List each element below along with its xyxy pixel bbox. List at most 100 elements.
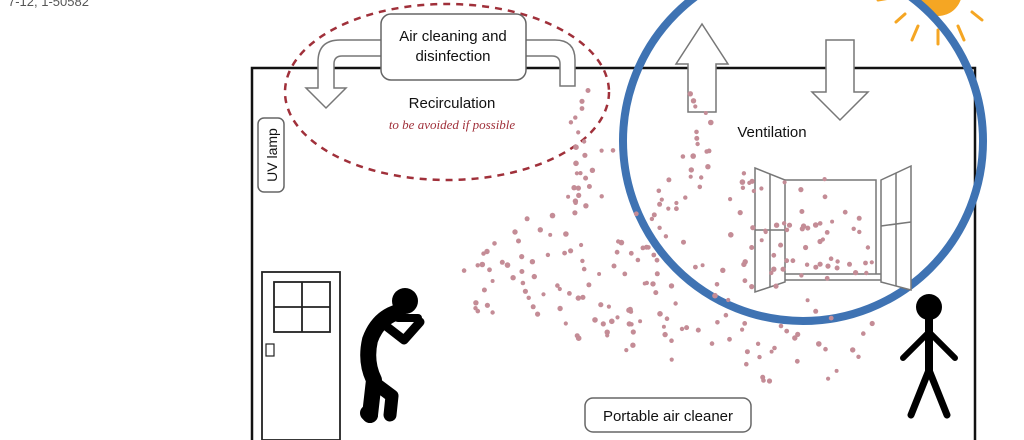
aerosol-particle <box>720 267 726 273</box>
aerosol-particle <box>574 333 580 339</box>
aerosol-particle <box>581 139 587 144</box>
aerosol-particle <box>663 234 669 239</box>
aerosol-particle <box>479 261 486 268</box>
aerosol-particle <box>795 331 801 337</box>
aerosol-particle <box>654 257 660 263</box>
aerosol-particle <box>715 320 720 325</box>
aerosol-particle <box>790 258 796 264</box>
aerosol-particle <box>597 272 602 276</box>
aerosol-particle <box>681 239 686 245</box>
aerosol-particle <box>600 321 606 327</box>
aerosol-particle <box>709 341 715 346</box>
aerosol-particle <box>473 300 479 306</box>
aerosol-particle <box>475 263 480 268</box>
aerosol-particle <box>589 167 596 173</box>
aerosol-particle <box>662 331 668 338</box>
aerosol-particle <box>694 135 700 141</box>
aerosol-particle <box>834 368 839 373</box>
aerosol-particle <box>563 231 569 237</box>
aerosol-particle <box>611 263 617 269</box>
aerosol-particle <box>784 328 790 334</box>
aerosol-particle <box>782 180 787 185</box>
aerosol-particle <box>744 349 750 355</box>
aerosol-particle <box>830 219 835 224</box>
aerosol-particle <box>742 321 748 326</box>
aerosol-particle <box>828 256 834 262</box>
aerosol-particle <box>490 310 495 315</box>
aerosol-particle <box>804 262 810 267</box>
aerosol-particle <box>669 338 674 344</box>
aerosol-particle <box>688 167 694 173</box>
aerosol-particle <box>566 194 571 199</box>
aerosol-particle <box>657 225 662 230</box>
ventilation-out-arrow <box>674 22 730 113</box>
aerosol-particle <box>541 292 546 297</box>
aerosol-particle <box>773 283 779 289</box>
aerosol-particle <box>638 319 643 324</box>
aerosol-particle <box>792 335 798 341</box>
aerosol-particle <box>800 223 807 229</box>
aerosol-particle <box>690 98 697 104</box>
aerosol-particle <box>826 376 831 381</box>
aerosol-particle <box>599 148 604 153</box>
aerosol-particle <box>760 374 766 380</box>
aerosol-particle <box>865 245 871 250</box>
aerosol-particle <box>749 284 755 290</box>
aerosol-particle <box>606 304 612 309</box>
aerosol-particle <box>461 268 467 273</box>
aerosol-particle <box>575 295 581 301</box>
aerosol-particle <box>728 232 734 238</box>
aerosol-particle <box>520 280 526 286</box>
aerosol-particle <box>755 341 761 346</box>
aerosol-particle <box>578 171 583 176</box>
aerosol-particle <box>693 264 698 270</box>
standing-person-icon <box>900 294 958 419</box>
aerosol-particle <box>869 320 875 327</box>
aerosol-particle <box>773 222 780 228</box>
aerosol-particle <box>586 282 592 288</box>
aerosol-particle <box>690 153 696 159</box>
aerosol-particle <box>741 261 747 268</box>
aerosol-particle <box>816 341 822 347</box>
aerosol-particle <box>695 327 701 333</box>
aerosol-particle <box>475 308 481 314</box>
aerosol-particle <box>512 229 518 235</box>
aerosol-particle <box>813 264 819 270</box>
aerosol-particle <box>592 317 598 323</box>
aerosol-particle <box>487 267 492 273</box>
room-outline <box>250 66 977 440</box>
uv-lamp: UV lamp <box>257 117 285 193</box>
aerosol-particle <box>567 291 572 296</box>
aerosol-particle <box>708 119 714 126</box>
aerosol-particle <box>530 304 536 310</box>
aerosol-particle <box>522 288 529 294</box>
aerosol-particle <box>679 326 685 332</box>
aerosol-particle <box>651 212 657 218</box>
aerosol-particle <box>516 238 521 244</box>
aerosol-particle <box>824 275 830 281</box>
aerosol-particle <box>519 254 525 260</box>
aerosol-particle <box>669 357 674 362</box>
aerosol-particle <box>847 261 852 267</box>
aerosol-particle <box>599 194 604 199</box>
aerosol-particle <box>574 171 580 176</box>
aerosol-particle <box>659 197 664 202</box>
aerosol-particle <box>580 294 586 300</box>
aerosol-particle <box>549 212 556 219</box>
aerosol-particle <box>726 297 731 303</box>
aerosol-particle <box>484 248 490 255</box>
aerosol-particle <box>817 261 823 267</box>
aerosol-particle <box>581 266 587 272</box>
aerosol-particle <box>728 197 733 202</box>
aerosol-particle <box>654 271 660 277</box>
aerosol-particle <box>794 358 800 364</box>
aerosol-particle <box>646 245 651 250</box>
recirculation-label: Recirculation <box>409 95 496 112</box>
aerosol-particle <box>535 311 541 317</box>
aerosol-particle <box>614 249 620 255</box>
aerosol-particle <box>616 239 621 244</box>
aerosol-particle <box>714 282 720 287</box>
aerosol-particle <box>863 260 868 266</box>
aerosol-particle <box>575 185 582 191</box>
aerosol-particle <box>784 258 790 264</box>
